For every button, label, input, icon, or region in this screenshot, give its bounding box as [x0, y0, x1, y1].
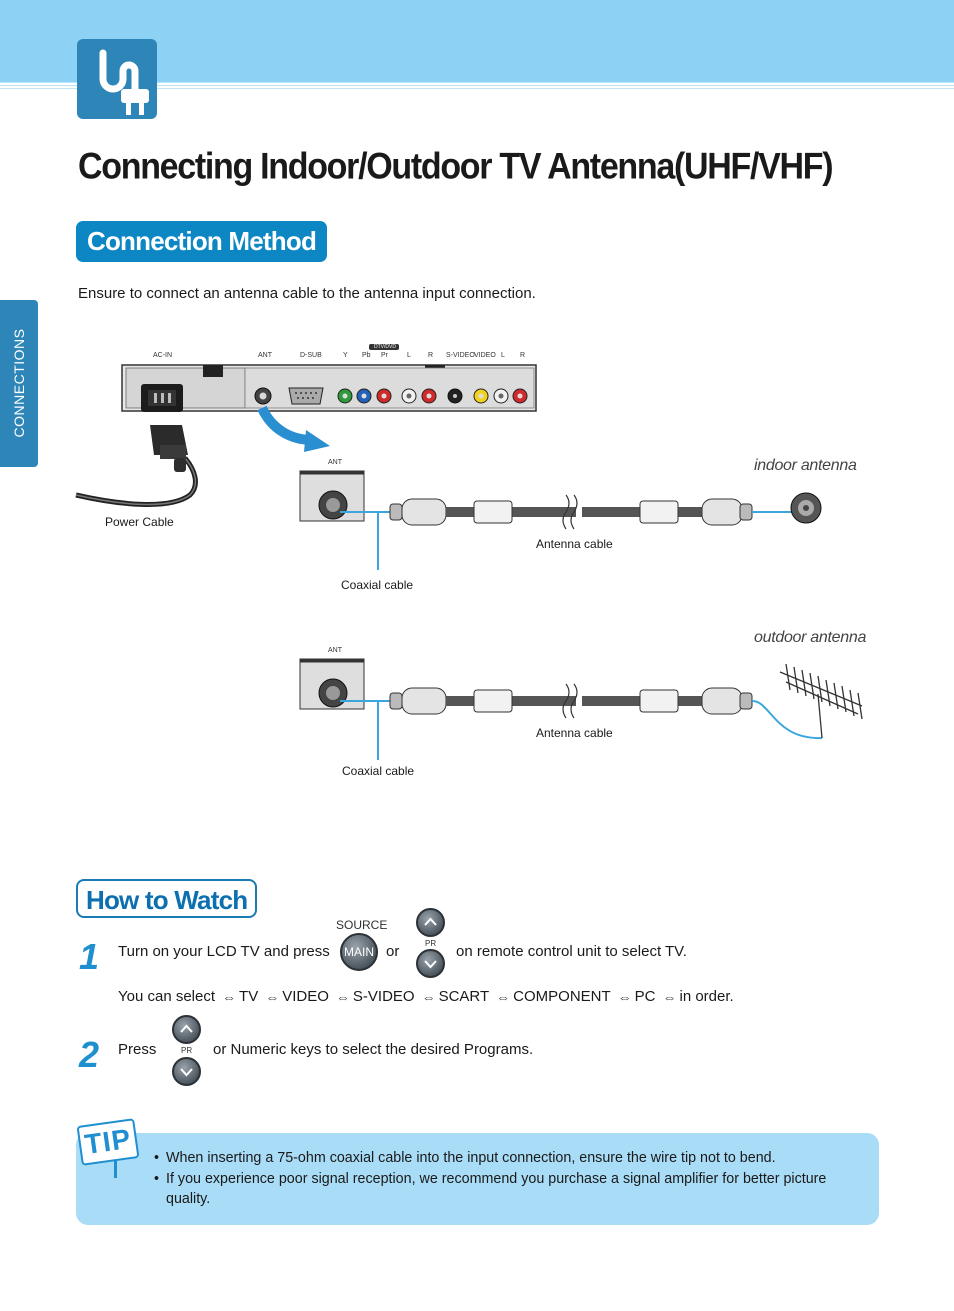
step-1-text-a: Turn on your LCD TV and press	[118, 943, 330, 960]
label-video: VIDEO	[474, 352, 496, 359]
tip-list: When inserting a 75-ohm coaxial cable in…	[154, 1148, 854, 1210]
connection-diagram	[75, 344, 863, 760]
indoor-antenna-label: indoor antenna	[754, 457, 857, 474]
step-2-number: 2	[79, 1034, 99, 1075]
coaxial-cable-1-label: Coaxial cable	[341, 578, 414, 592]
swap-arrow-icon: ⇔	[265, 988, 280, 1005]
ant-jack-1	[299, 470, 365, 522]
label-l2: L	[501, 352, 505, 359]
source-svideo: S-VIDEO	[352, 988, 415, 1005]
swap-arrow-icon: ⇔	[496, 988, 511, 1005]
power-cable-label: Power Cable	[105, 515, 174, 529]
chevron-up-icon	[180, 1024, 193, 1033]
power-cable	[75, 425, 198, 507]
pr-label-2: PR	[181, 1046, 193, 1055]
tv-rear-panel	[121, 344, 537, 412]
step-2-text-a: Press	[118, 1041, 157, 1058]
label-r2: R	[520, 352, 526, 359]
antenna-cable-2-label: Antenna cable	[536, 726, 613, 740]
connection-method-heading: Connection Method	[76, 221, 328, 262]
tip-item-2: If you experience poor signal reception,…	[154, 1169, 854, 1210]
pr-up-button	[416, 908, 445, 937]
tip-item-1: When inserting a 75-ohm coaxial cable in…	[154, 1148, 854, 1169]
source-component: COMPONENT	[513, 988, 611, 1005]
select-suffix: in order.	[679, 988, 734, 1005]
section-side-tab: CONNECTIONS	[0, 300, 38, 467]
label-y: Y	[343, 352, 348, 359]
source-tv: TV	[239, 988, 259, 1005]
swap-arrow-icon: ⇔	[421, 988, 436, 1005]
swap-arrow-icon: ⇔	[662, 988, 677, 1005]
label-ac-in: AC-IN	[153, 352, 173, 359]
step-1-or: or	[386, 943, 400, 960]
source-scart: SCART	[438, 988, 490, 1005]
chevron-down-icon	[180, 1068, 193, 1077]
step-2-text-b: or Numeric keys to select the desired Pr…	[213, 1041, 534, 1058]
label-svideo: S-VIDEO	[446, 352, 475, 359]
antenna-cable-1	[340, 492, 822, 570]
label-pb: Pb	[362, 352, 371, 359]
label-dtv: DTV/DVD	[374, 344, 396, 350]
tip-badge: TIP	[76, 1118, 140, 1166]
tip-badge-stem	[114, 1160, 117, 1178]
pr-up-button-2	[172, 1015, 201, 1044]
antenna-cable-1-label: Antenna cable	[536, 537, 613, 551]
swap-arrow-icon: ⇔	[335, 988, 350, 1005]
step-1-number: 1	[79, 936, 99, 977]
label-pr: Pr	[381, 352, 388, 359]
source-video: VIDEO	[282, 988, 329, 1005]
coaxial-cable-2-label: Coaxial cable	[342, 764, 415, 778]
ant-jack-1-label: ANT	[328, 459, 342, 466]
label-ant: ANT	[258, 352, 272, 359]
source-label: SOURCE	[336, 918, 388, 932]
how-to-watch-heading: How to Watch	[76, 879, 258, 918]
pr-down-button	[416, 949, 445, 978]
label-l-audio: L	[407, 352, 411, 359]
page-title: Connecting Indoor/Outdoor TV Antenna(UHF…	[78, 146, 834, 188]
antenna-cable-2	[340, 683, 823, 760]
pr-down-button-2	[172, 1057, 201, 1086]
chevron-up-icon	[424, 917, 437, 926]
main-button: MAIN	[340, 933, 378, 971]
swap-arrow-icon: ⇔	[617, 988, 632, 1005]
pr-label-1: PR	[425, 939, 437, 948]
select-prefix: You can select	[118, 988, 216, 1005]
intro-text: Ensure to connect an antenna cable to th…	[78, 285, 536, 302]
outdoor-antenna-label: outdoor antenna	[754, 629, 867, 646]
top-banner	[0, 0, 954, 90]
chevron-down-icon	[424, 960, 437, 969]
source-pc: PC	[634, 988, 656, 1005]
swap-arrow-icon: ⇔	[222, 988, 237, 1005]
ant-jack-2-label: ANT	[328, 647, 342, 654]
outdoor-antenna-icon	[779, 663, 863, 739]
source-sequence: You can select ⇔ TV ⇔ VIDEO ⇔ S-VIDEO ⇔ …	[118, 988, 734, 1005]
main-button-label: MAIN	[344, 945, 374, 959]
rca-jacks	[337, 388, 528, 404]
label-r-audio: R	[428, 352, 434, 359]
step-1-text-b: on remote control unit to select TV.	[456, 943, 687, 960]
label-dsub: D-SUB	[300, 352, 322, 359]
plug-icon	[77, 39, 157, 119]
